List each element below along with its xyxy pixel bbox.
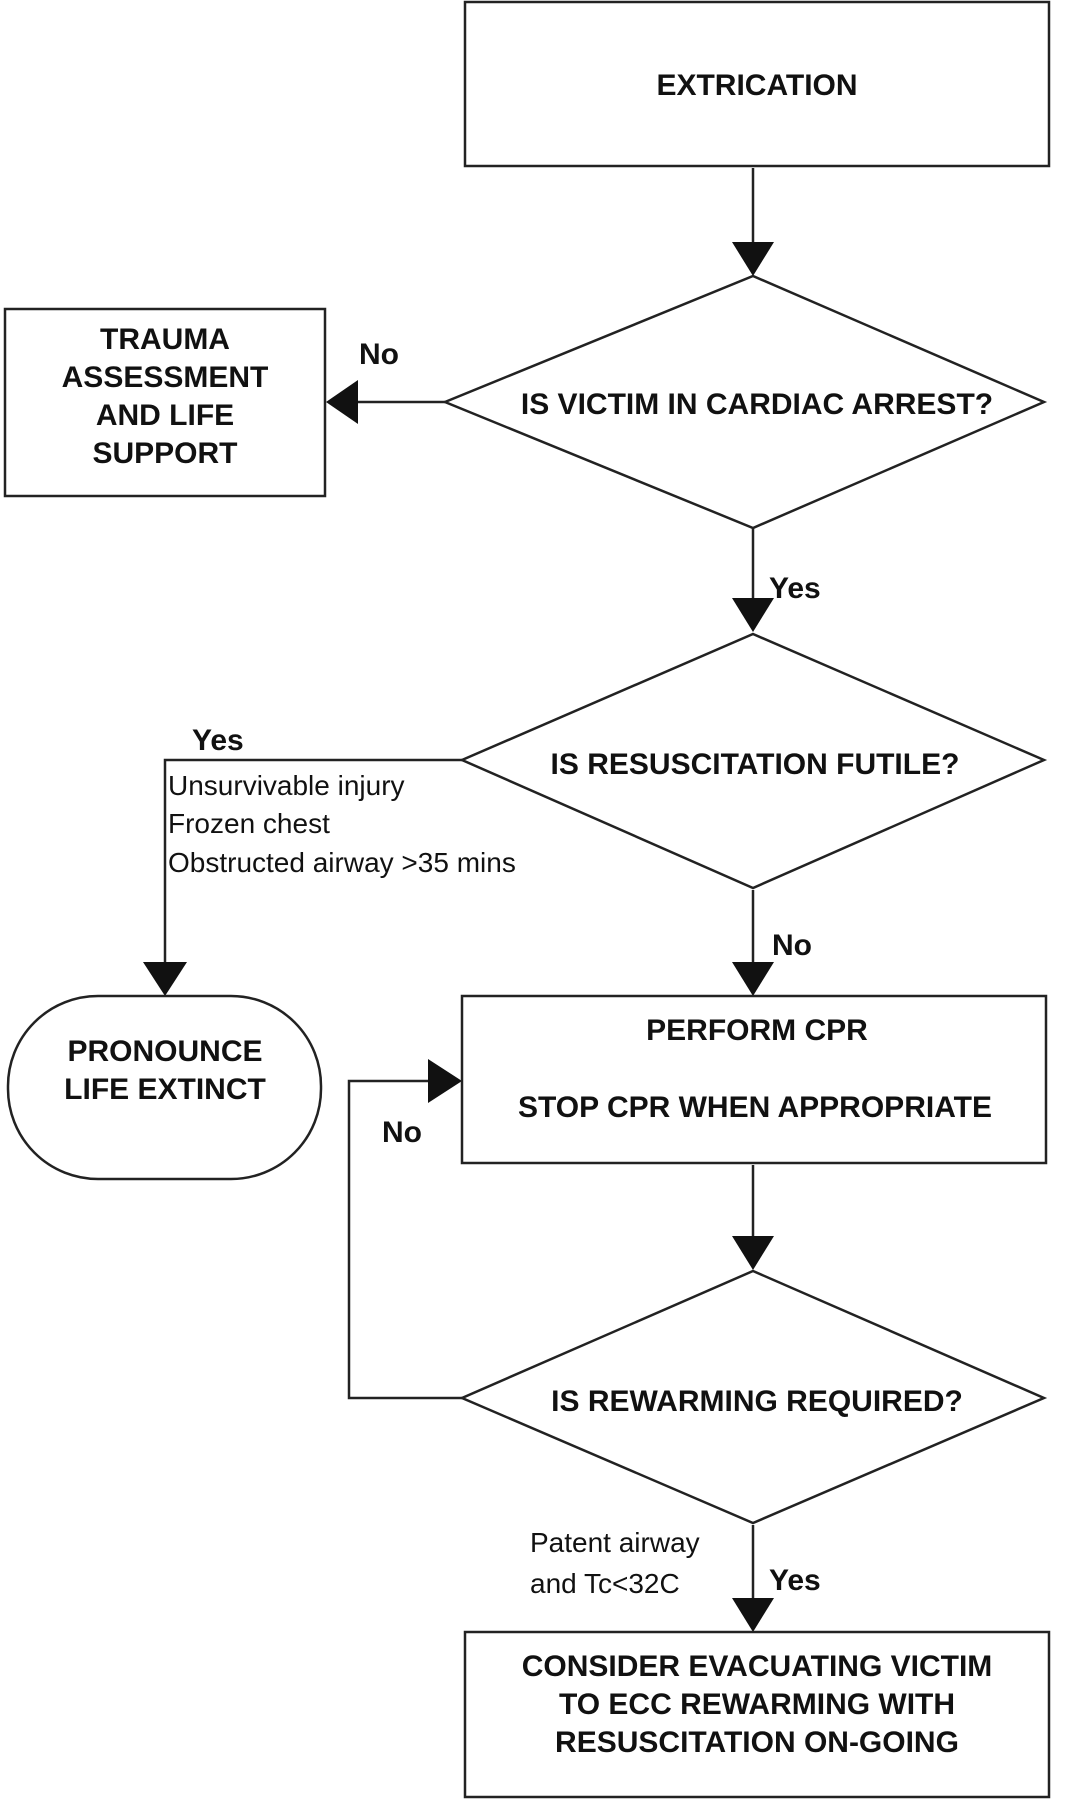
trauma-label-line-3: AND LIFE bbox=[96, 399, 234, 432]
rewarming-label: IS REWARMING REQUIRED? bbox=[551, 1385, 963, 1418]
arrest-yes-label: Yes bbox=[769, 572, 821, 605]
futile-label: IS RESUSCITATION FUTILE? bbox=[551, 748, 960, 781]
cpr-label-line-1: PERFORM CPR bbox=[646, 1014, 868, 1047]
arrowhead-into-trauma bbox=[326, 380, 358, 424]
pronounce-label-line-2: LIFE EXTINCT bbox=[64, 1073, 266, 1106]
rewarming-yes-label: Yes bbox=[769, 1564, 821, 1597]
arrowhead-into-futile bbox=[732, 598, 774, 632]
evacuate-box bbox=[463, 1630, 1051, 1799]
arrowhead-loop-into-cpr bbox=[428, 1059, 462, 1103]
futile-no-label: No bbox=[772, 929, 812, 962]
trauma-label-line-1: TRAUMA bbox=[100, 323, 230, 356]
trauma-box bbox=[3, 307, 327, 498]
arrowhead-into-evacuate bbox=[732, 1598, 774, 1632]
extrication-label: EXTRICATION bbox=[656, 69, 857, 102]
trauma-label-line-4: SUPPORT bbox=[92, 437, 237, 470]
evacuate-label-line-3: RESUSCITATION ON-GOING bbox=[555, 1726, 959, 1759]
evacuate-label-line-1: CONSIDER EVACUATING VICTIM bbox=[522, 1650, 993, 1683]
arrowhead-into-arrest bbox=[732, 242, 774, 276]
futile-criteria-line-1: Unsurvivable injury bbox=[168, 770, 405, 801]
cardiac-arrest-label: IS VICTIM IN CARDIAC ARREST? bbox=[521, 388, 993, 421]
rewarming-criteria-line-2: and Tc<32C bbox=[530, 1568, 680, 1599]
cpr-box bbox=[460, 994, 1048, 1165]
cardiac-arrest-decision bbox=[441, 274, 1048, 530]
futile-criteria-line-2: Frozen chest bbox=[168, 808, 330, 839]
cpr-label-line-2: STOP CPR WHEN APPROPRIATE bbox=[518, 1091, 992, 1124]
rewarming-decision bbox=[458, 1269, 1048, 1525]
pronounce-label-line-1: PRONOUNCE bbox=[67, 1035, 262, 1068]
rewarming-criteria-line-1: Patent airway bbox=[530, 1527, 700, 1558]
pronounce-terminator bbox=[6, 994, 323, 1181]
extrication-box bbox=[463, 0, 1051, 168]
evacuate-label-line-2: TO ECC REWARMING WITH bbox=[559, 1688, 955, 1721]
rewarming-no-label: No bbox=[382, 1116, 422, 1149]
arrowhead-into-rewarming bbox=[732, 1236, 774, 1270]
futile-yes-label: Yes bbox=[192, 724, 244, 757]
futile-decision bbox=[458, 632, 1048, 890]
edge-futile-yes bbox=[163, 758, 462, 970]
arrowhead-into-pronounce bbox=[143, 962, 187, 996]
edge-rewarming-no bbox=[347, 1079, 462, 1400]
arrowhead-into-cpr bbox=[732, 962, 774, 996]
trauma-label-line-2: ASSESSMENT bbox=[62, 361, 269, 394]
futile-criteria-line-3: Obstructed airway >35 mins bbox=[168, 847, 516, 878]
arrest-no-label: No bbox=[359, 338, 399, 371]
